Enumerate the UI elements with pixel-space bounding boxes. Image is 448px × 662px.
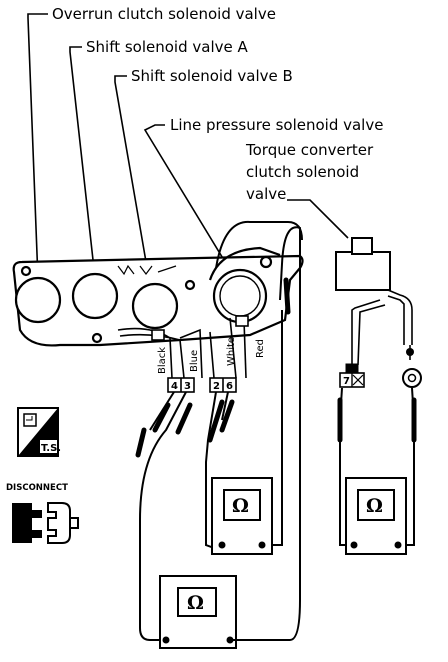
overrun-clutch-label: Overrun clutch solenoid valve [52, 5, 276, 23]
bolt-hole-4 [91, 332, 103, 344]
pin-7: 7 [343, 376, 350, 387]
probe-pin2 [207, 399, 225, 443]
callouts [27, 13, 349, 286]
bolt-hole-1 [20, 265, 32, 277]
bracket-arm [208, 246, 281, 281]
disconnect-label: DISCONNECT [6, 483, 68, 493]
bolt-hole-3 [259, 255, 273, 269]
probe-pin4 [152, 402, 171, 433]
tcc-leader [287, 199, 349, 239]
shift-a-valve-body [71, 272, 119, 320]
line-pressure-label: Line pressure solenoid valve [170, 116, 383, 134]
line-pressure-valve-body [212, 268, 268, 324]
solenoid-harness [117, 317, 247, 379]
ohmmeter-3-symbol: Ω [187, 592, 204, 614]
probe-pin3 [175, 402, 193, 435]
ohmmeter-1-symbol: Ω [232, 495, 249, 517]
ohmmeter-3: Ω [159, 575, 237, 649]
lead-pin6 [221, 391, 229, 421]
ohmmeter-1: Ω [211, 477, 273, 555]
tcc-label-line3: valve [246, 185, 286, 203]
lead-loop-right [265, 226, 301, 641]
wire-label-blue: Blue [189, 350, 200, 372]
ohmmeter-2-symbol: Ω [366, 495, 383, 517]
ts-badge-label: T.S. [41, 443, 61, 454]
tcc-connector-top [345, 363, 359, 374]
disconnect-icon [12, 502, 79, 544]
shift-b-leader [114, 75, 151, 286]
shift-b-valve-body [131, 282, 179, 330]
ts-badge: T.S. [17, 407, 61, 457]
harness-clip-lp [235, 315, 249, 327]
lead-pin3-bottom-meter [139, 391, 187, 641]
shift-solenoid-a-label: Shift solenoid valve A [86, 38, 249, 56]
tcc-solenoid [335, 237, 391, 291]
lead-pin4 [149, 391, 175, 431]
line-pressure-leader [143, 124, 231, 271]
probe-meter3 [135, 427, 147, 458]
overrun-valve-body [14, 276, 62, 324]
pin-3: 3 [184, 381, 191, 392]
probe-lp [283, 277, 291, 315]
wire-label-black: Black [157, 347, 168, 374]
lead-loop-top [215, 220, 303, 269]
shift-a-leader [69, 46, 96, 279]
probe-tips [135, 277, 417, 458]
pin-6: 6 [226, 381, 233, 392]
tcc-solenoid-cap [351, 237, 373, 255]
tcc-solenoid-body [335, 251, 391, 291]
lead-pin2 [205, 391, 217, 549]
probe-pin6 [219, 399, 235, 433]
bolt-hole-2 [184, 279, 196, 291]
wire-label-white: White [226, 337, 237, 366]
tcc-wire-boot [406, 348, 414, 356]
tcc-harness [351, 289, 413, 366]
wire-label-red: Red [255, 339, 266, 358]
tcc-label-line2: clutch solenoid [246, 163, 359, 181]
ohmmeter-2: Ω [345, 477, 407, 555]
bracket-markings [117, 264, 177, 276]
pin-4: 4 [171, 381, 178, 392]
tcc-label-line1: Torque converter [245, 141, 374, 159]
main-connector [167, 377, 237, 393]
overrun-leader [27, 13, 48, 281]
pin-2: 2 [213, 381, 220, 392]
shift-solenoid-b-label: Shift solenoid valve B [131, 67, 293, 85]
harness-clip-b [151, 329, 165, 341]
